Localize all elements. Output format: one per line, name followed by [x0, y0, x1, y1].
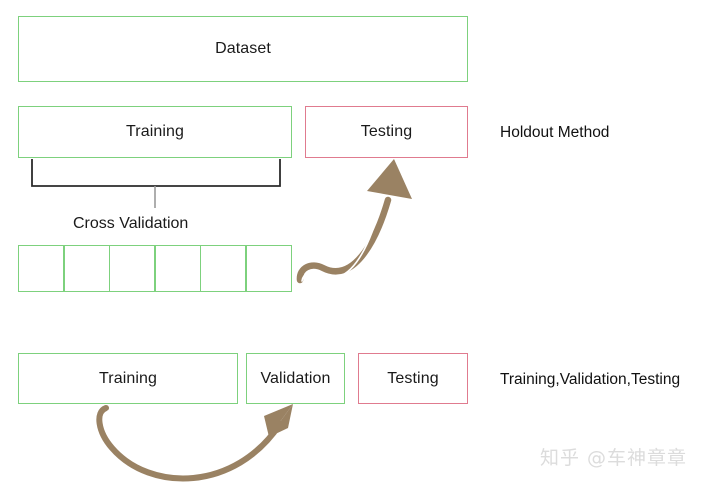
tvt-training-box: Training [18, 353, 238, 404]
tvt-training-label: Training [98, 369, 157, 387]
holdout-training-label: Training [125, 123, 184, 140]
tvt-validation-box: Validation [246, 353, 345, 404]
holdout-testing-box: Testing [305, 106, 468, 158]
cv-fold-cell [245, 245, 292, 292]
holdout-testing-label: Testing [360, 123, 413, 140]
cv-to-testing-arrow [296, 159, 412, 284]
cv-fold-cell [63, 245, 110, 292]
dataset-box-label: Dataset [215, 40, 271, 57]
cross-validation-caption: Cross Validation [73, 215, 189, 232]
dataset-box: Dataset [18, 16, 468, 82]
training-to-validation-arrow [96, 404, 293, 482]
watermark: 知乎 @车神章章 [540, 447, 688, 469]
cv-to-testing-arrowhead [367, 159, 412, 199]
holdout-training-box: Training [18, 106, 292, 158]
cv-fold-cell [200, 245, 246, 292]
tvt-testing-box: Testing [358, 353, 468, 404]
holdout-method-note: Holdout Method [500, 124, 610, 141]
tvt-note: Training,Validation,Testing [500, 371, 681, 388]
tvt-validation-label: Validation [260, 369, 331, 387]
cv-fold-cell [18, 245, 64, 292]
training-bracket [31, 159, 281, 187]
cv-fold-cell [109, 245, 155, 292]
cv-fold-cell [154, 245, 201, 292]
tvt-testing-label: Testing [387, 369, 439, 387]
training-to-validation-arrowhead [269, 404, 293, 437]
